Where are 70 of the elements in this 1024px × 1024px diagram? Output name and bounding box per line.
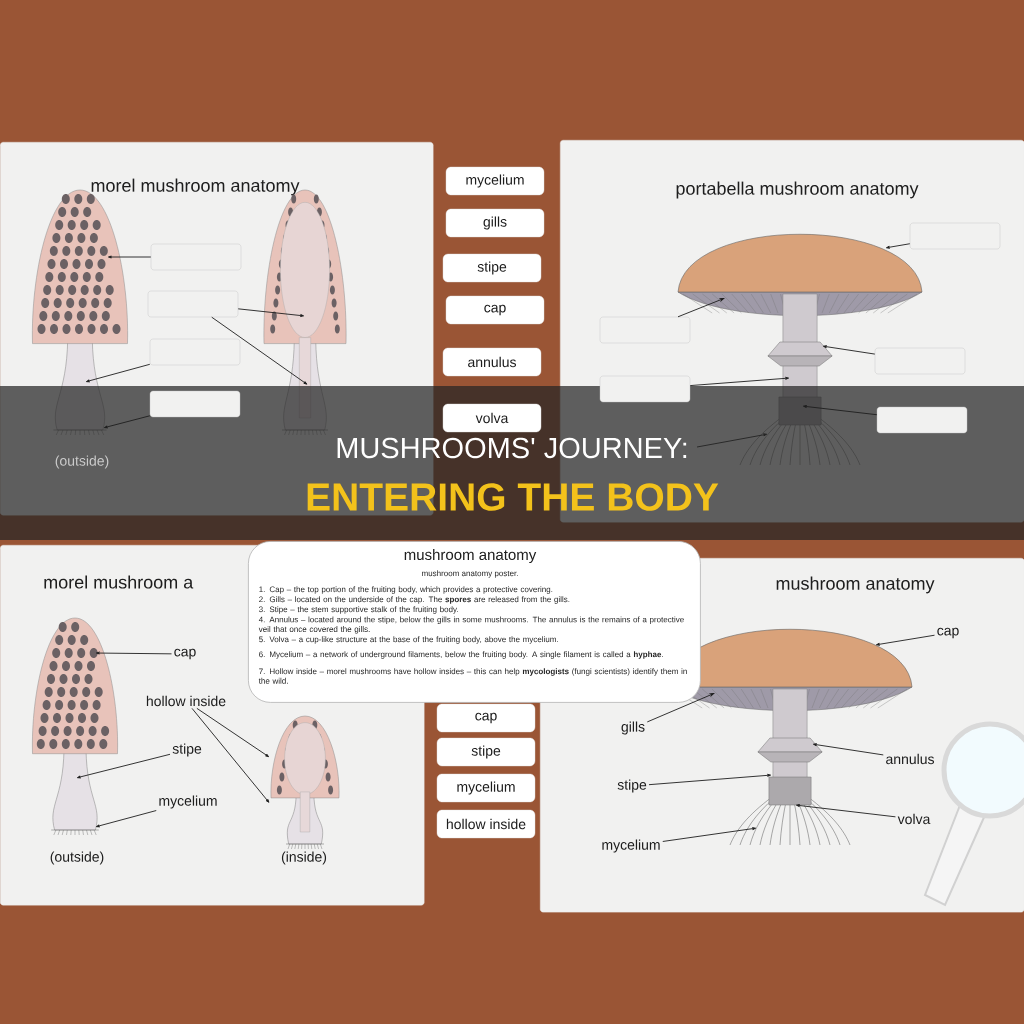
leader-line bbox=[662, 827, 757, 842]
leader-line bbox=[677, 298, 725, 318]
title: MUSHROOMS' JOURNEY: bbox=[337, 437, 687, 459]
sheet-title: morel mushroom anatomy bbox=[91, 178, 300, 196]
sheet-title: mushroom anatomy bbox=[776, 576, 935, 594]
leader-line bbox=[108, 255, 152, 259]
part-label: annulus bbox=[886, 753, 934, 765]
list-item: 5. Volva – a cup-like structure at the base of the fruiting body, above the mycelium. bbox=[259, 636, 558, 644]
label-box bbox=[876, 406, 968, 434]
leader-line bbox=[689, 376, 790, 387]
list-item: 4. Annulus – located around the stipe, below the gills in some mushrooms. The annulus is the remains of a protective veil that once covered the gills. bbox=[258, 616, 684, 634]
leader-line bbox=[822, 345, 876, 355]
worksheet bbox=[248, 541, 701, 703]
word-card: volva bbox=[442, 403, 542, 433]
label-box bbox=[149, 338, 241, 366]
list-item: 6. Mycelium – a network of underground filaments, below the fruiting body. A single filament is called a hyphae. bbox=[259, 651, 663, 659]
label-box bbox=[599, 375, 691, 403]
view-caption: (inside) bbox=[281, 851, 327, 865]
leader-line bbox=[648, 773, 772, 786]
leader-line bbox=[885, 243, 911, 249]
part-label: gills bbox=[621, 721, 645, 735]
leader-line bbox=[812, 743, 884, 756]
label-box bbox=[149, 390, 241, 418]
sheet-title: morel mushroom a bbox=[44, 575, 194, 589]
word-card: cap bbox=[436, 703, 536, 733]
part-label: cap bbox=[937, 627, 959, 639]
leader-line bbox=[211, 316, 308, 385]
sheet-title: mushroom anatomy bbox=[404, 549, 537, 563]
word-card: mycelium bbox=[436, 773, 536, 803]
part-label: cap bbox=[174, 648, 196, 660]
part-label: volva bbox=[897, 813, 931, 825]
morel-drawing bbox=[270, 715, 340, 850]
part-label: stipe bbox=[172, 743, 202, 757]
subtitle: ENTERING THE BODY bbox=[307, 483, 719, 511]
word-card: hollow inside bbox=[436, 809, 536, 839]
list-item: 3. Stipe – the stem supportive stalk of the fruiting body. bbox=[259, 606, 458, 614]
leader-line bbox=[646, 693, 715, 723]
leader-line bbox=[76, 753, 171, 779]
leader-line bbox=[95, 810, 157, 828]
list-item: 7. Hollow inside – morel mushrooms have hollow insides – this can help mycologists (fungi scientists) identify them in the wild. bbox=[258, 668, 687, 684]
list-item: 2. Gills – located on the underside of the cap. The spores are released from the gills. bbox=[259, 596, 570, 604]
leader-line bbox=[85, 363, 151, 383]
label-box bbox=[150, 243, 242, 271]
label-box bbox=[599, 316, 691, 344]
leader-line bbox=[795, 804, 896, 818]
word-card: gills bbox=[445, 208, 545, 238]
leader-line bbox=[237, 308, 305, 317]
label-box bbox=[909, 222, 1001, 250]
view-caption: (outside) bbox=[50, 851, 104, 865]
part-label: hollow inside bbox=[146, 695, 226, 707]
word-card: annulus bbox=[442, 347, 542, 377]
part-label: stipe bbox=[617, 779, 647, 793]
part-label: mycelium bbox=[602, 839, 660, 853]
leader-line bbox=[802, 405, 878, 416]
view-caption: (outside) bbox=[55, 455, 109, 469]
leader-line bbox=[196, 707, 270, 758]
leader-line bbox=[191, 707, 270, 803]
leader-line bbox=[95, 651, 172, 655]
list-item: 1. Cap – the top portion of the fruiting body, which provides a protective covering. bbox=[259, 586, 553, 594]
word-card: cap bbox=[445, 295, 545, 325]
leader-line bbox=[103, 415, 151, 429]
sheet-title: portabella mushroom anatomy bbox=[676, 181, 919, 199]
leader-line bbox=[875, 634, 935, 646]
word-card: stipe bbox=[436, 737, 536, 767]
instruction-text: mushroom anatomy poster. bbox=[422, 570, 518, 578]
label-box bbox=[147, 290, 239, 318]
label-box bbox=[874, 347, 966, 375]
part-label: mycelium bbox=[159, 795, 217, 809]
word-card: stipe bbox=[442, 253, 542, 283]
word-card: mycelium bbox=[445, 166, 545, 196]
